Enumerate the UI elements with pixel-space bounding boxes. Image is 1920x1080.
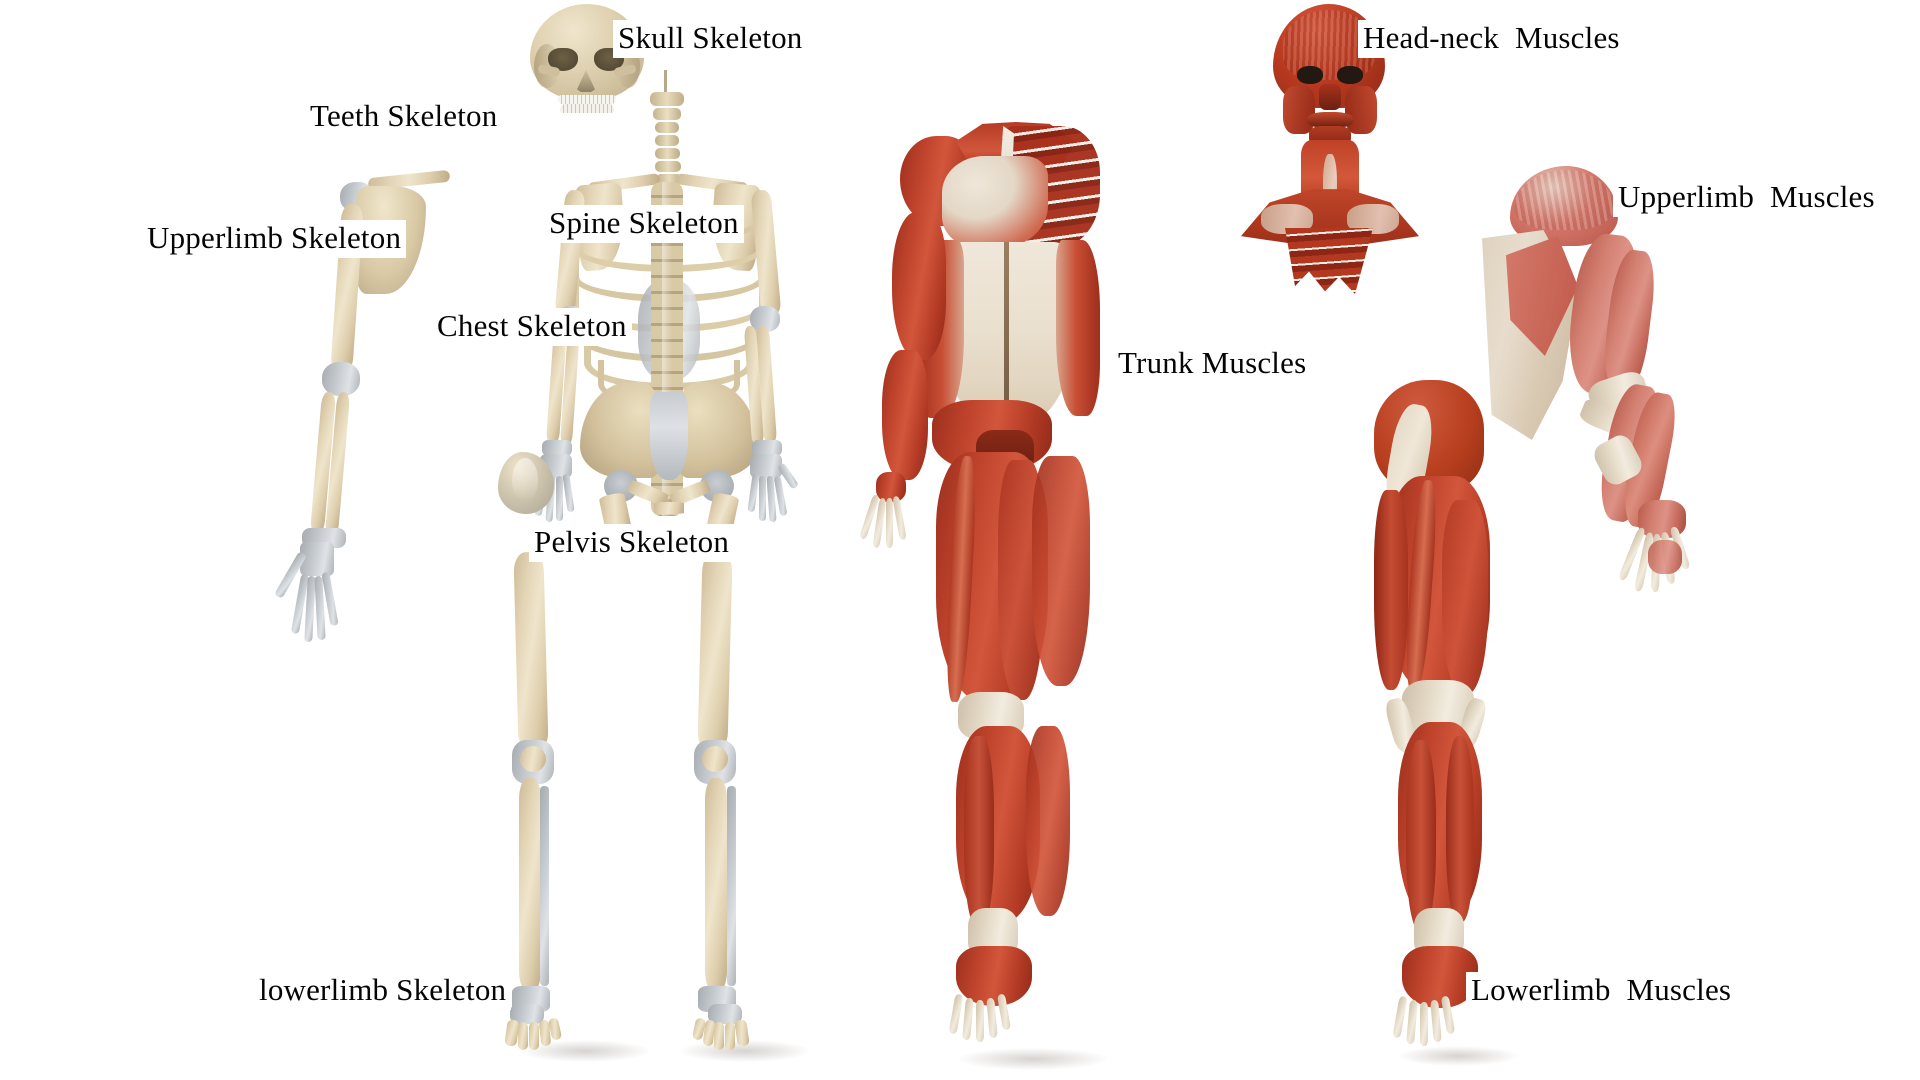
label-teeth-skeleton[interactable]: Teeth Skeleton <box>305 98 503 136</box>
tibia-left-bone[interactable] <box>519 778 541 992</box>
label-lowerlimb-muscles[interactable]: Lowerlimb Muscles <box>1466 972 1737 1010</box>
tibialis-anterior-muscle[interactable] <box>1446 736 1474 922</box>
biceps-brachii-muscle[interactable] <box>892 212 946 360</box>
pectoralis-major-muscle[interactable] <box>942 156 1048 248</box>
fibula-right-bone[interactable] <box>727 786 736 986</box>
label-trunk-muscles[interactable]: Trunk Muscles <box>1113 345 1312 383</box>
foot-tendons[interactable] <box>946 908 1056 1042</box>
orbit-left <box>1297 66 1323 84</box>
label-skull-skeleton[interactable]: Skull Skeleton <box>613 20 808 58</box>
orbicularis-oris-muscle[interactable] <box>1307 112 1353 128</box>
masseter-left-muscle[interactable] <box>1283 86 1315 134</box>
skull-eye-socket-left <box>548 48 578 71</box>
skeleton-ground-shadow-2 <box>680 1040 810 1062</box>
fibula-left-bone[interactable] <box>540 786 549 986</box>
label-upperlimb-muscles[interactable]: Upperlimb Muscles <box>1613 179 1880 217</box>
tibia-right-bone[interactable] <box>705 778 727 992</box>
nasalis-muscle <box>1319 84 1341 110</box>
femur-left-bone[interactable] <box>513 551 549 753</box>
hand-right-bone[interactable] <box>744 440 800 524</box>
skeleton-figure[interactable] <box>0 0 900 1080</box>
orbit-right <box>1337 66 1363 84</box>
hamstrings-muscle[interactable] <box>1374 490 1408 690</box>
skull-teeth-upper[interactable] <box>558 95 616 105</box>
lowerlimb-muscle-figure[interactable] <box>1350 380 1550 1080</box>
patella-right-bone[interactable] <box>702 746 728 772</box>
far-leg-muscle[interactable] <box>1032 456 1090 686</box>
label-pelvis-skeleton[interactable]: Pelvis Skeleton <box>529 524 735 562</box>
trunk-muscle-figure[interactable] <box>859 100 1220 1080</box>
skull-teeth-lower[interactable] <box>560 104 614 113</box>
foot-left-bone[interactable] <box>504 1004 564 1056</box>
far-calf-muscle[interactable] <box>1026 726 1070 916</box>
skeleton-ground-shadow <box>520 1040 650 1062</box>
label-upperlimb-skeleton[interactable]: Upperlimb Skeleton <box>142 220 407 258</box>
trunk-muscle-ground-shadow <box>958 1048 1108 1070</box>
foot-right-bone[interactable] <box>690 1004 750 1056</box>
trunk-figure-hand[interactable] <box>859 472 920 549</box>
label-head-neck-muscles[interactable]: Head-neck Muscles <box>1358 20 1625 58</box>
pelvis-bone[interactable] <box>580 382 758 534</box>
hand-tendons[interactable] <box>1617 500 1722 594</box>
external-oblique-right-muscle[interactable] <box>1056 240 1100 416</box>
label-spine-skeleton[interactable]: Spine Skeleton <box>544 205 744 243</box>
tibialis-anterior-muscle[interactable] <box>964 736 994 926</box>
linea-alba <box>1004 242 1009 432</box>
scalene-muscle-group[interactable] <box>1285 228 1373 294</box>
cervical-spine-bone[interactable] <box>650 70 684 184</box>
label-lowerlimb-skeleton[interactable]: lowerlimb Skeleton <box>254 972 512 1010</box>
detached-hand-bone[interactable] <box>274 542 350 650</box>
detached-elbow-joint <box>322 362 360 396</box>
femur-right-bone[interactable] <box>697 551 733 753</box>
label-chest-skeleton[interactable]: Chest Skeleton <box>432 308 632 346</box>
vastus-medialis-muscle[interactable] <box>1442 500 1488 694</box>
patella-left-bone[interactable] <box>520 746 546 772</box>
masseter-right-muscle[interactable] <box>1345 86 1377 134</box>
detached-patella-bone[interactable] <box>498 452 554 514</box>
lowerlimb-ground-shadow <box>1398 1046 1518 1066</box>
forearm-flexors-muscle[interactable] <box>882 350 928 480</box>
foot-tendons[interactable] <box>1390 908 1502 1046</box>
soleus-muscle[interactable] <box>1406 740 1436 930</box>
upperlimb-muscle-figure[interactable] <box>1480 160 1740 593</box>
sacrum-bone[interactable] <box>650 392 688 480</box>
